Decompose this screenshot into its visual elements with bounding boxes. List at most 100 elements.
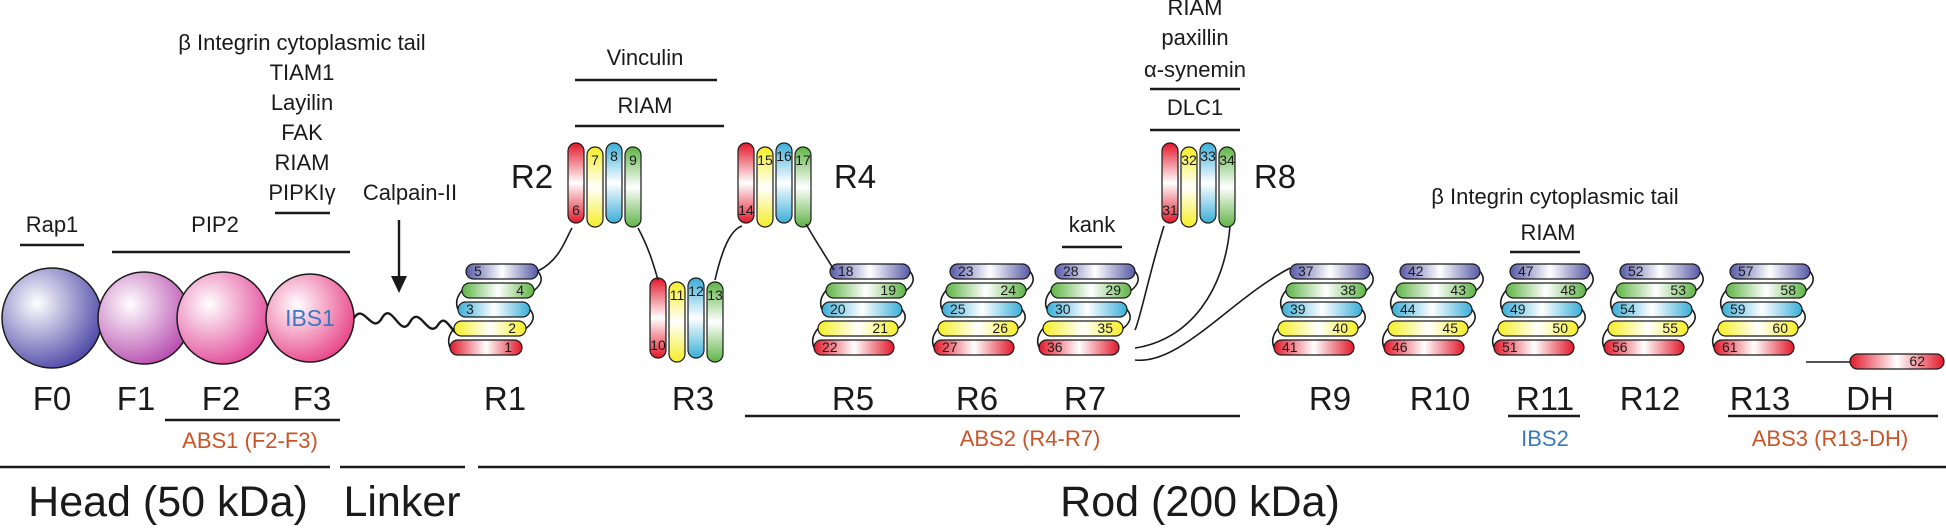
r7-helix bbox=[1038, 339, 1120, 356]
r3-helix-number: 12 bbox=[688, 283, 704, 299]
r2-helix-number: 8 bbox=[610, 148, 618, 164]
calpain-label: Calpain-II bbox=[363, 180, 457, 205]
r8-helix-number: 33 bbox=[1200, 148, 1216, 164]
r5-helix-number: 21 bbox=[872, 320, 888, 336]
r8-binder-4: DLC1 bbox=[1167, 95, 1223, 120]
r6-loop bbox=[1025, 270, 1034, 292]
r13-loop bbox=[1797, 308, 1806, 330]
r6-helix-number: 23 bbox=[958, 263, 974, 279]
r13-helix-number: 60 bbox=[1772, 320, 1788, 336]
r9-helix-number: 39 bbox=[1290, 301, 1306, 317]
r1-helix bbox=[449, 339, 523, 356]
r9-helix-number: 38 bbox=[1340, 282, 1356, 298]
r7-label: R7 bbox=[1064, 380, 1106, 417]
r2-helix-number: 9 bbox=[629, 152, 637, 168]
r10-loop bbox=[1381, 327, 1389, 348]
r9-label: R9 bbox=[1309, 380, 1351, 417]
f3-binder-6: PIPKIγ bbox=[268, 180, 335, 205]
r12-label: R12 bbox=[1620, 380, 1681, 417]
r7-loop bbox=[1122, 308, 1131, 330]
r11-helix-number: 50 bbox=[1552, 320, 1568, 336]
r10-helix-number: 44 bbox=[1400, 301, 1416, 317]
r11-helix-number: 51 bbox=[1502, 339, 1518, 355]
r11-label: R11 bbox=[1516, 380, 1574, 417]
r8-helix bbox=[1218, 146, 1236, 228]
head-section-label: Head (50 kDa) bbox=[28, 478, 308, 526]
f3-binder-2: TIAM1 bbox=[270, 60, 335, 85]
r2-helix-number: 6 bbox=[572, 202, 580, 218]
r10-label: R10 bbox=[1410, 380, 1471, 417]
r1-helix-number: 5 bbox=[474, 263, 482, 279]
r6-helix-number: 26 bbox=[992, 320, 1008, 336]
r1-loop bbox=[525, 308, 534, 330]
r7-loop bbox=[1036, 327, 1044, 348]
r8-helix-number: 31 bbox=[1162, 202, 1178, 218]
f3-binder-5: RIAM bbox=[275, 150, 330, 175]
r9-loop bbox=[1271, 327, 1279, 348]
r7-helix-number: 35 bbox=[1097, 320, 1113, 336]
r10-helix-number: 43 bbox=[1450, 282, 1466, 298]
r4-helix bbox=[775, 142, 793, 224]
r2-helix bbox=[567, 142, 585, 224]
r3-r4-connection bbox=[714, 225, 743, 281]
r13-loop bbox=[1805, 270, 1814, 292]
r9-loop bbox=[1279, 289, 1287, 310]
abs2-label: ABS2 (R4-R7) bbox=[960, 426, 1101, 451]
r11-helix bbox=[1493, 339, 1575, 356]
pip2-label: PIP2 bbox=[191, 212, 239, 237]
rod-section-label: Rod (200 kDa) bbox=[1060, 478, 1340, 526]
abs1-label: ABS1 (F2-F3) bbox=[182, 428, 318, 453]
r13-helix-number: 61 bbox=[1722, 339, 1738, 355]
r5-helix-number: 18 bbox=[838, 263, 854, 279]
r2-helix bbox=[586, 146, 604, 228]
r8-helix bbox=[1180, 146, 1198, 228]
r10-loop bbox=[1475, 270, 1484, 292]
r11-binder-2: RIAM bbox=[1521, 220, 1576, 245]
dh-helix bbox=[1849, 353, 1945, 370]
r5-helix-number: 19 bbox=[880, 282, 896, 298]
f3-binder-1: β Integrin cytoplasmic tail bbox=[178, 30, 425, 55]
r13-helix-number: 59 bbox=[1730, 301, 1746, 317]
calpain-arrow-head bbox=[391, 276, 407, 293]
r11-loop bbox=[1499, 289, 1507, 310]
r4-helix-number: 15 bbox=[757, 152, 773, 168]
ibs2-label: IBS2 bbox=[1521, 426, 1569, 451]
r10-helix bbox=[1383, 339, 1465, 356]
r4-label: R4 bbox=[834, 158, 876, 195]
r11-binder-1: β Integrin cytoplasmic tail bbox=[1431, 184, 1678, 209]
r1-loop bbox=[533, 270, 542, 292]
r12-helix-number: 54 bbox=[1620, 301, 1636, 317]
r2-helix-number: 7 bbox=[591, 152, 599, 168]
r8-label: R8 bbox=[1254, 158, 1296, 195]
r5-helix bbox=[813, 339, 895, 356]
ibs1-label: IBS1 bbox=[285, 305, 335, 331]
r1-helix-number: 1 bbox=[504, 339, 512, 355]
r5-loop bbox=[819, 289, 827, 310]
r4-r5-connection bbox=[805, 223, 835, 271]
r10-loop bbox=[1467, 308, 1476, 330]
r6-loop bbox=[939, 289, 947, 310]
abs3-label: ABS3 (R13-DH) bbox=[1752, 426, 1908, 451]
r9-helix-number: 40 bbox=[1332, 320, 1348, 336]
r9-loop bbox=[1357, 308, 1366, 330]
r7-r8-connection-b bbox=[1134, 225, 1231, 349]
r2-r3-connection bbox=[637, 227, 659, 281]
r8-helix-number: 34 bbox=[1219, 152, 1235, 168]
linker-section-label: Linker bbox=[343, 478, 460, 526]
r2-label: R2 bbox=[511, 158, 553, 195]
r13-helix-number: 58 bbox=[1780, 282, 1796, 298]
r5-helix-number: 22 bbox=[822, 339, 838, 355]
r11-helix-number: 49 bbox=[1510, 301, 1526, 317]
r9-loop bbox=[1365, 270, 1374, 292]
r6-helix bbox=[933, 339, 1015, 356]
r12-loop bbox=[1695, 270, 1704, 292]
rap1-label: Rap1 bbox=[26, 212, 79, 237]
r5-loop bbox=[897, 308, 906, 330]
r7-helix-number: 29 bbox=[1105, 282, 1121, 298]
r10-helix-number: 42 bbox=[1408, 263, 1424, 279]
r12-helix-number: 52 bbox=[1628, 263, 1644, 279]
kank-label: kank bbox=[1069, 212, 1116, 237]
r12-helix bbox=[1603, 339, 1685, 356]
r3-helix bbox=[706, 281, 724, 363]
